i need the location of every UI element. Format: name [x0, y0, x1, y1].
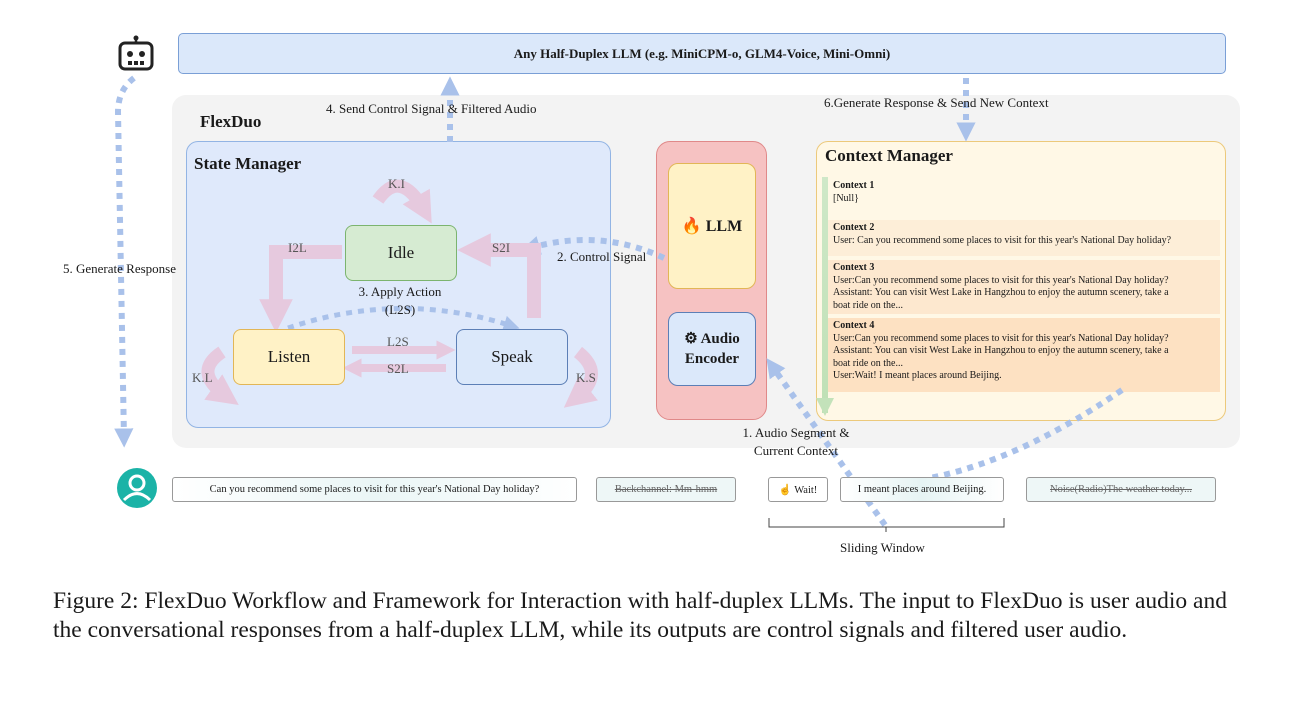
llm-box: 🔥 LLM	[668, 163, 756, 289]
step-audio-segment-line1: 1. Audio Segment &	[742, 425, 850, 440]
apply-action-line1: 3. Apply Action	[358, 284, 442, 299]
step-control-signal-label: 2. Control Signal	[557, 249, 647, 264]
context-4-line: Assistant: You can visit West Lake in Ha…	[833, 345, 1169, 356]
context-1: Context 1 [Null}	[828, 178, 1220, 212]
banner-text: Any Half-Duplex LLM (e.g. MiniCPM-o, GLM…	[513, 45, 891, 61]
context-3-line: boat ride on the...	[833, 299, 903, 311]
sliding-window-label: Sliding Window	[840, 540, 925, 555]
arrow-audio-segment	[766, 358, 888, 527]
step-generate-response-label: 5. Generate Response	[63, 261, 176, 276]
transition-i2l	[259, 245, 342, 333]
llm-label: 🔥 LLM	[681, 218, 743, 235]
audio-segment-beijing-text: I meant places around Beijing.	[857, 484, 987, 495]
context-1-title: Context 1	[833, 180, 875, 191]
arrow-control-signal	[520, 236, 666, 261]
audio-segment-wait: ☝ Wait!	[768, 477, 828, 502]
flexduo-title: FlexDuo	[200, 112, 262, 131]
half-duplex-llm-banner: Any Half-Duplex LLM (e.g. MiniCPM-o, GLM…	[178, 33, 1226, 74]
state-speak-label: Speak	[491, 347, 533, 366]
context-4: Context 4 User:Can you recommend some pl…	[828, 318, 1220, 392]
apply-action-label: 3. Apply Action (L2S)	[340, 283, 460, 319]
transition-ks-label: K.S	[576, 370, 596, 385]
step-generate-response-context-label: 6.Generate Response & Send New Context	[824, 95, 1049, 110]
audio-segment-noise: Noise(Radio)The weather today...	[1026, 477, 1216, 502]
transition-l2s-label: L2S	[387, 334, 409, 349]
state-listen-label: Listen	[267, 347, 311, 366]
context-1-line: [Null}	[833, 192, 859, 204]
robot-icon	[116, 35, 156, 71]
context-manager-title: Context Manager	[825, 146, 953, 165]
context-3: Context 3 User:Can you recommend some pl…	[828, 260, 1220, 314]
transition-i2l-label: I2L	[288, 240, 307, 255]
transition-s2l-label: S2L	[387, 361, 409, 376]
context-3-line: Assistant: You can visit West Lake in Ha…	[833, 287, 1169, 298]
audio-encoder-box: ⚙ Audio Encoder	[668, 312, 756, 386]
state-speak: Speak	[456, 329, 568, 385]
step-audio-segment-label: 1. Audio Segment & Current Context	[726, 424, 866, 460]
step-audio-segment-line2: Current Context	[753, 443, 839, 458]
context-2-title: Context 2	[833, 222, 875, 233]
user-avatar-icon	[116, 467, 158, 509]
transition-ks	[563, 346, 598, 408]
context-4-line: boat ride on the...	[833, 357, 903, 369]
audio-segment-question: Can you recommend some places to visit f…	[172, 477, 577, 502]
figure-caption: Figure 2: FlexDuo Workflow and Framework…	[53, 588, 1227, 643]
audio-segment-backchannel: Backchannel: Mm-hmm	[596, 477, 736, 502]
context-2: Context 2 User: Can you recommend some p…	[828, 220, 1220, 256]
sliding-window-brace	[768, 518, 1005, 532]
arrow-generate-response	[114, 75, 136, 448]
transition-kl	[201, 346, 239, 406]
audio-segment-question-text: Can you recommend some places to visit f…	[209, 484, 540, 495]
context-4-line: User:Can you recommend some places to vi…	[833, 332, 1169, 344]
step-send-control-signal-label: 4. Send Control Signal & Filtered Audio	[326, 101, 537, 116]
context-timeline-arrowhead	[816, 398, 834, 416]
transition-kl-label: K.L	[192, 370, 213, 385]
state-manager-title: State Manager	[194, 154, 302, 173]
audio-segment-noise-text: Noise(Radio)The weather today...	[1050, 484, 1192, 495]
context-timeline-bar	[822, 177, 828, 413]
state-idle: Idle	[345, 225, 457, 281]
apply-action-line2: (L2S)	[384, 302, 416, 317]
context-4-line: User:Wait! I meant places around Beijing…	[833, 370, 1002, 381]
context-4-title: Context 4	[833, 320, 875, 331]
transition-s2i	[457, 233, 541, 318]
transition-ki	[372, 179, 432, 224]
transition-s2i-label: S2I	[492, 240, 511, 255]
encoder-label-line1: ⚙ Audio	[684, 331, 740, 347]
context-3-title: Context 3	[833, 262, 875, 273]
audio-segment-wait-text: ☝ Wait!	[778, 485, 818, 496]
context-2-line: User: Can you recommend some places to v…	[833, 234, 1172, 246]
arrow-apply-action	[287, 306, 520, 332]
arrow-context-feed	[929, 387, 1124, 481]
context-3-line: User:Can you recommend some places to vi…	[833, 274, 1169, 286]
state-listen: Listen	[233, 329, 345, 385]
state-idle-label: Idle	[387, 243, 415, 262]
transition-ki-label: K.I	[388, 176, 405, 191]
encoder-label-line2: Encoder	[684, 351, 740, 367]
audio-segment-beijing: I meant places around Beijing.	[840, 477, 1004, 502]
audio-segment-backchannel-text: Backchannel: Mm-hmm	[614, 484, 718, 495]
